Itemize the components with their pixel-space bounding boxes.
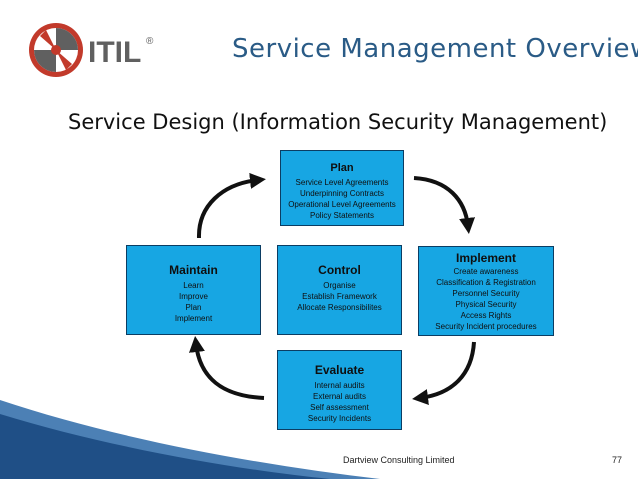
- plan-item: Underpinning Contracts: [299, 189, 385, 198]
- maintain-item: Plan: [185, 303, 202, 312]
- plan-item: Policy Statements: [309, 211, 375, 220]
- control-title: Control: [318, 263, 361, 277]
- implement-item: Security Incident procedures: [435, 322, 537, 331]
- cycle-arrow-icon: [413, 176, 476, 234]
- maintain-title: Maintain: [169, 263, 218, 277]
- cycle-arrow-icon: [196, 172, 266, 239]
- plan-box: Plan Service Level Agreements Underpinni…: [280, 150, 404, 226]
- control-item: Establish Framework: [302, 292, 377, 301]
- evaluate-item: Internal audits: [314, 381, 365, 390]
- implement-item: Create awareness: [453, 267, 519, 276]
- implement-item: Access Rights: [460, 311, 512, 320]
- evaluate-box: Evaluate Internal audits External audits…: [277, 350, 402, 430]
- slide-subtitle: Service Design (Information Security Man…: [68, 110, 608, 134]
- evaluate-item: Security Incidents: [307, 414, 372, 423]
- plan-item: Operational Level Agreements: [288, 200, 396, 209]
- implement-box: Implement Create awareness Classificatio…: [418, 246, 554, 336]
- maintain-box: Maintain Learn Improve Plan Implement: [126, 245, 261, 335]
- registered-mark: ®: [146, 36, 154, 47]
- control-box: Control Organise Establish Framework All…: [277, 245, 402, 335]
- footer-company: Dartview Consulting Limited: [343, 455, 455, 465]
- plan-title: Plan: [330, 162, 354, 174]
- evaluate-item: Self assessment: [310, 403, 369, 412]
- evaluate-item: External audits: [313, 392, 366, 401]
- slide-title: Service Management Overview: [232, 34, 638, 64]
- itil-logo-icon: [29, 23, 83, 77]
- evaluate-title: Evaluate: [314, 363, 365, 377]
- itil-logo: ITIL ®: [29, 23, 154, 77]
- implement-item: Physical Security: [455, 300, 517, 309]
- swoosh-decoration: [0, 400, 380, 479]
- cycle-arrow-icon: [412, 341, 476, 405]
- control-item: Allocate Responsibilites: [297, 303, 382, 312]
- plan-item: Service Level Agreements: [295, 178, 389, 187]
- control-item: Organise: [323, 281, 356, 290]
- implement-item: Personnel Security: [452, 289, 520, 298]
- maintain-item: Improve: [179, 292, 208, 301]
- maintain-item: Implement: [174, 314, 213, 323]
- implement-item: Classification & Registration: [436, 278, 536, 287]
- page-number: 77: [612, 455, 623, 465]
- cycle-arrow-icon: [188, 336, 265, 400]
- maintain-item: Learn: [183, 281, 204, 290]
- logo-text: ITIL: [88, 36, 141, 69]
- implement-title: Implement: [455, 251, 516, 265]
